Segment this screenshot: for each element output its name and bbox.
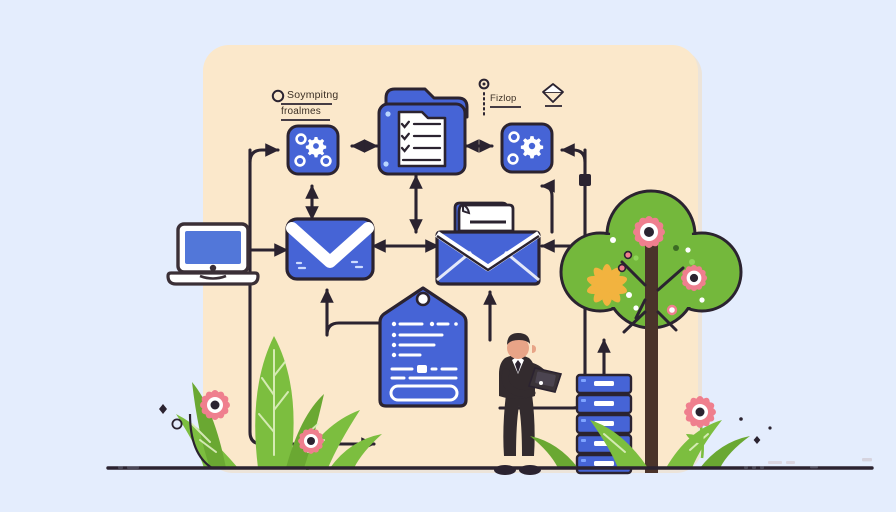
open-envelope[interactable] <box>285 217 375 281</box>
connector-trunk-to-gear-right <box>560 143 587 164</box>
speckle-diamond-icon <box>159 404 167 414</box>
bullet-circle-icon <box>271 89 285 103</box>
connector-tag-to-mail-open <box>327 290 380 337</box>
fizlop-label: Fizlop <box>490 93 517 104</box>
footer-marks <box>118 458 872 469</box>
plant-cluster-right <box>530 420 750 468</box>
flower-pink-mid <box>298 428 324 470</box>
form-tag-card[interactable] <box>378 286 468 408</box>
speckle-dot-a-icon <box>739 417 743 421</box>
tree-trunk <box>645 240 658 473</box>
speckle-dot-b-icon <box>753 436 761 444</box>
flower-pink-right <box>684 396 716 459</box>
speckle-dot-c-icon <box>768 426 772 430</box>
connector-laptop-to-gear-left <box>248 143 280 164</box>
laptop-device[interactable] <box>166 222 260 286</box>
tree-flower-right <box>680 264 708 292</box>
flower-pink-top-left <box>200 390 230 420</box>
sync-label-title: Soympitng <box>287 89 339 101</box>
foreground-plants <box>159 336 772 470</box>
small-gear-icon <box>478 78 490 90</box>
decorative-tree <box>559 189 743 473</box>
tree-flower-orange <box>586 264 628 306</box>
sync-label-subtitle: froalmes <box>281 106 321 117</box>
settings-gear-right[interactable] <box>500 122 554 174</box>
junction-node <box>579 174 591 186</box>
speckle-ring-icon <box>171 418 183 430</box>
settings-gear-left[interactable] <box>286 124 340 176</box>
tree-flower-top <box>633 216 665 248</box>
envelope-with-letter[interactable] <box>435 201 541 286</box>
checklist-folder[interactable] <box>377 87 469 176</box>
plant-cluster-left <box>176 336 382 469</box>
mail-glyph-icon <box>542 83 564 107</box>
connector-trunk-to-mail-letter-upper <box>542 186 552 234</box>
header-glyph-group <box>271 78 564 121</box>
tree-speckles <box>610 237 705 316</box>
speckle-group <box>159 404 772 444</box>
